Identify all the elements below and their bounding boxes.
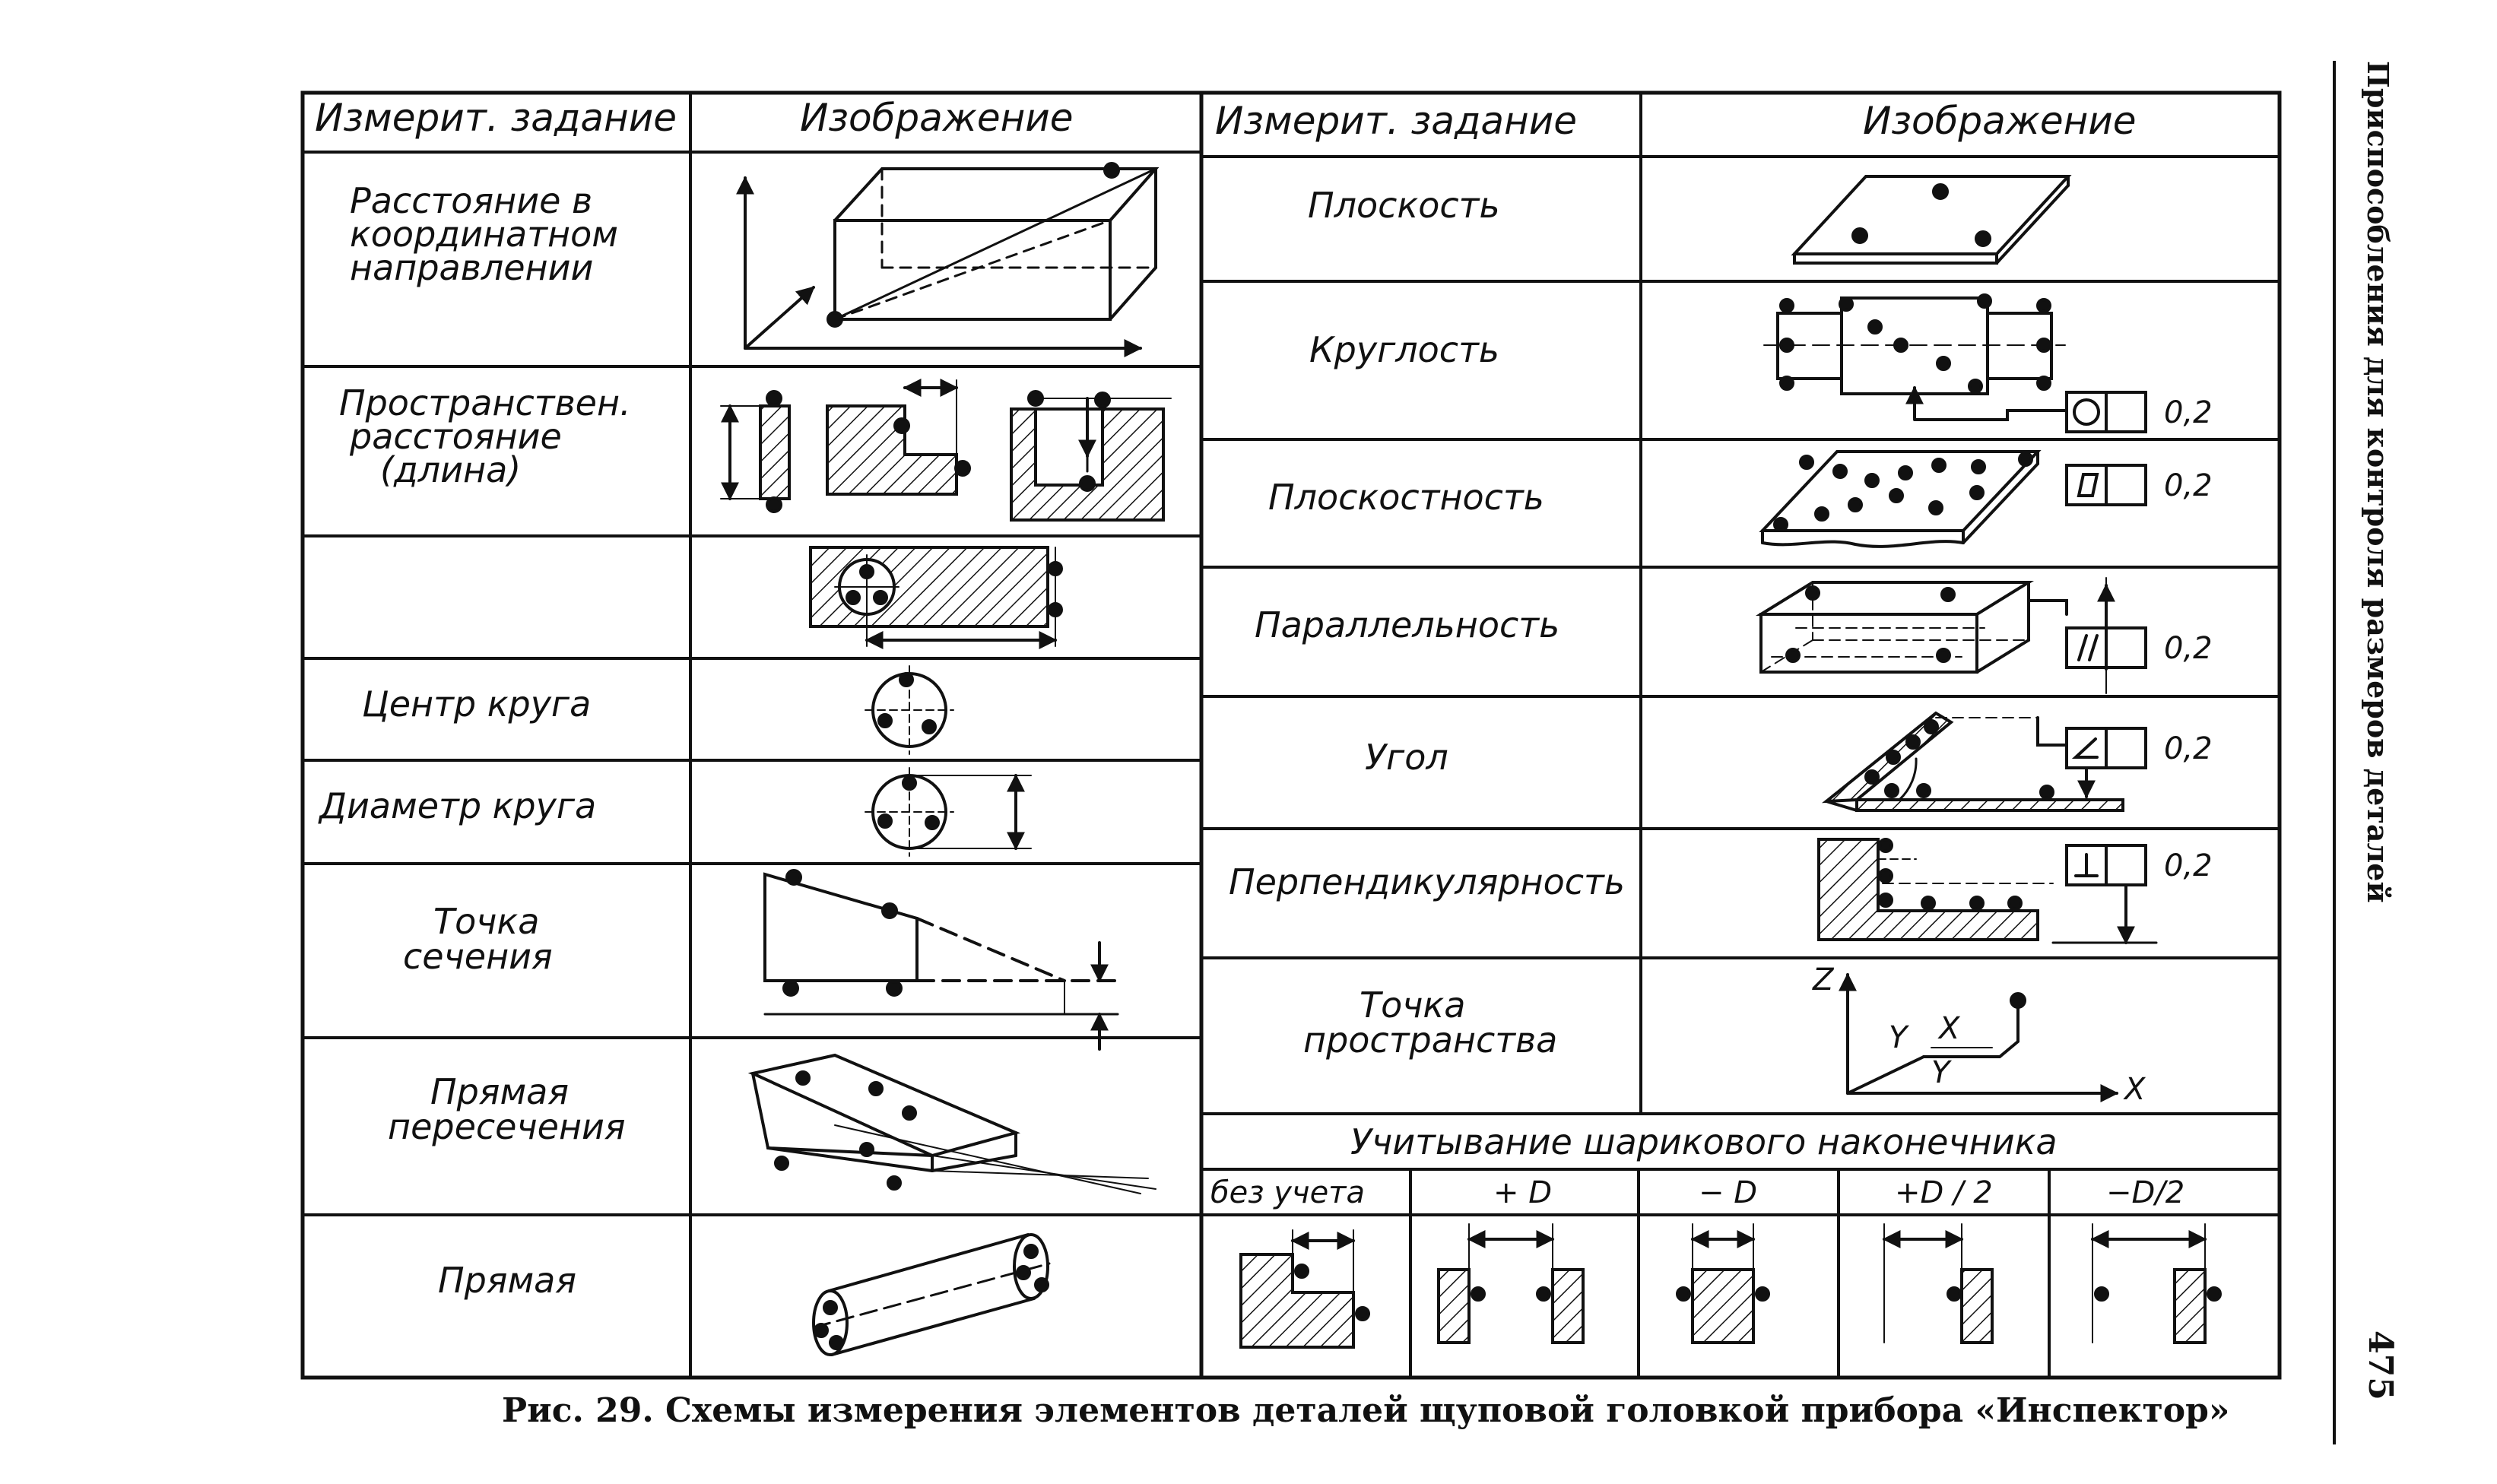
image-plane xyxy=(1791,175,2072,265)
image-roundness xyxy=(1763,293,2147,433)
image-coordinate-box xyxy=(736,162,1160,357)
image-angle xyxy=(1821,711,2147,812)
ball-tip-title: Учитывание шарикового наконечника xyxy=(1350,1121,2058,1162)
task-line: пространства xyxy=(1303,1019,1557,1061)
task-perpendicularity: Перпендикулярность xyxy=(1229,861,1625,902)
task-line: (длина) xyxy=(380,449,521,490)
task-line: направлении xyxy=(350,247,593,288)
image-circle-center xyxy=(865,665,954,755)
axis-z-label: Z xyxy=(1812,962,1835,997)
ball-tip-col-2: − D xyxy=(1699,1175,1757,1210)
task-space-point: Точка пространства xyxy=(1303,985,1557,1061)
task-line: Точка xyxy=(1360,985,1465,1026)
task-line: Пространствен. xyxy=(339,382,631,423)
page-number-container: 475 xyxy=(2357,1330,2403,1422)
left-task-labels: Расстояние в координатном направлении Пр… xyxy=(318,180,642,1301)
ball-tip-col-0: без учета xyxy=(1210,1175,1365,1210)
running-title-container: Приспособления для контроля размеров дет… xyxy=(2349,30,2395,903)
task-line: сечения xyxy=(403,936,553,977)
image-spatial-distance xyxy=(720,379,1172,522)
axis-y-coord-label: Y xyxy=(1931,1055,1953,1090)
right-task-labels: Плоскость Круглость Плоскостность Паралл… xyxy=(1229,185,1625,1061)
ball-tip-diagrams xyxy=(1239,1223,2222,1349)
axis-x-coord-label: X xyxy=(1937,1011,1961,1046)
running-title: Приспособления для контроля размеров дет… xyxy=(2361,61,2395,903)
table-grid xyxy=(300,90,2282,1380)
image-straight-line xyxy=(812,1233,1051,1356)
page-number: 475 xyxy=(2361,1330,2400,1400)
task-line: расстояние xyxy=(349,416,562,457)
task-angle: Угол xyxy=(1365,737,1448,778)
image-perpendicularity xyxy=(1817,838,2158,945)
ball-tip-col-1: + D xyxy=(1493,1175,1552,1210)
task-circle-center: Центр круга xyxy=(362,683,591,725)
header-left-image: Изображение xyxy=(800,96,1074,140)
axis-y-label: Y xyxy=(1889,1020,1910,1055)
ball-tip-col-4: −D/2 xyxy=(2106,1175,2184,1210)
side-rule xyxy=(2333,61,2336,1444)
task-line: пересечения xyxy=(388,1106,626,1147)
image-space-point xyxy=(1839,972,2119,1102)
task-roundness: Круглость xyxy=(1309,329,1499,370)
task-intersection-line: Прямая пересечения xyxy=(388,1071,626,1147)
ball-tip-col-3: +D / 2 xyxy=(1895,1175,1993,1210)
tolerance-angle: 0,2 xyxy=(2164,731,2213,766)
task-plane: Плоскость xyxy=(1308,185,1500,226)
tolerance-flatness: 0,2 xyxy=(2164,468,2213,503)
tolerance-parallelism: 0,2 xyxy=(2164,631,2213,666)
task-circle-diameter: Диаметр круга xyxy=(318,785,596,826)
task-line: Расстояние в xyxy=(350,180,592,221)
image-flatness xyxy=(1759,450,2147,548)
task-line: Прямая xyxy=(430,1071,569,1112)
image-hole-distance xyxy=(809,546,1063,649)
header-right-task: Измерит. задание xyxy=(1215,99,1577,143)
task-distance-coord: Расстояние в координатном направлении xyxy=(350,180,630,288)
task-flatness: Плоскостность xyxy=(1268,477,1544,518)
task-straight-line: Прямая xyxy=(438,1260,576,1301)
tolerance-roundness: 0,2 xyxy=(2164,395,2213,430)
task-line: координатном xyxy=(350,214,618,255)
figure-caption: Рис. 29. Схемы измерения элементов детал… xyxy=(502,1391,2230,1430)
header-right-image: Изображение xyxy=(1863,99,2137,143)
image-section-point xyxy=(763,869,1119,1051)
tolerance-perpendicularity: 0,2 xyxy=(2164,848,2213,883)
axis-x-label: X xyxy=(2123,1072,2146,1107)
task-parallelism: Параллельность xyxy=(1255,604,1559,645)
task-section-point: Точка сечения xyxy=(403,901,553,977)
task-spatial-distance: Пространствен. расстояние (длина) xyxy=(339,382,642,490)
image-parallelism xyxy=(1755,577,2147,694)
image-intersection-line xyxy=(747,1053,1156,1194)
header-left-task: Измерит. задание xyxy=(315,96,677,140)
image-circle-diameter xyxy=(865,767,1032,857)
task-line: Точка xyxy=(433,901,539,942)
